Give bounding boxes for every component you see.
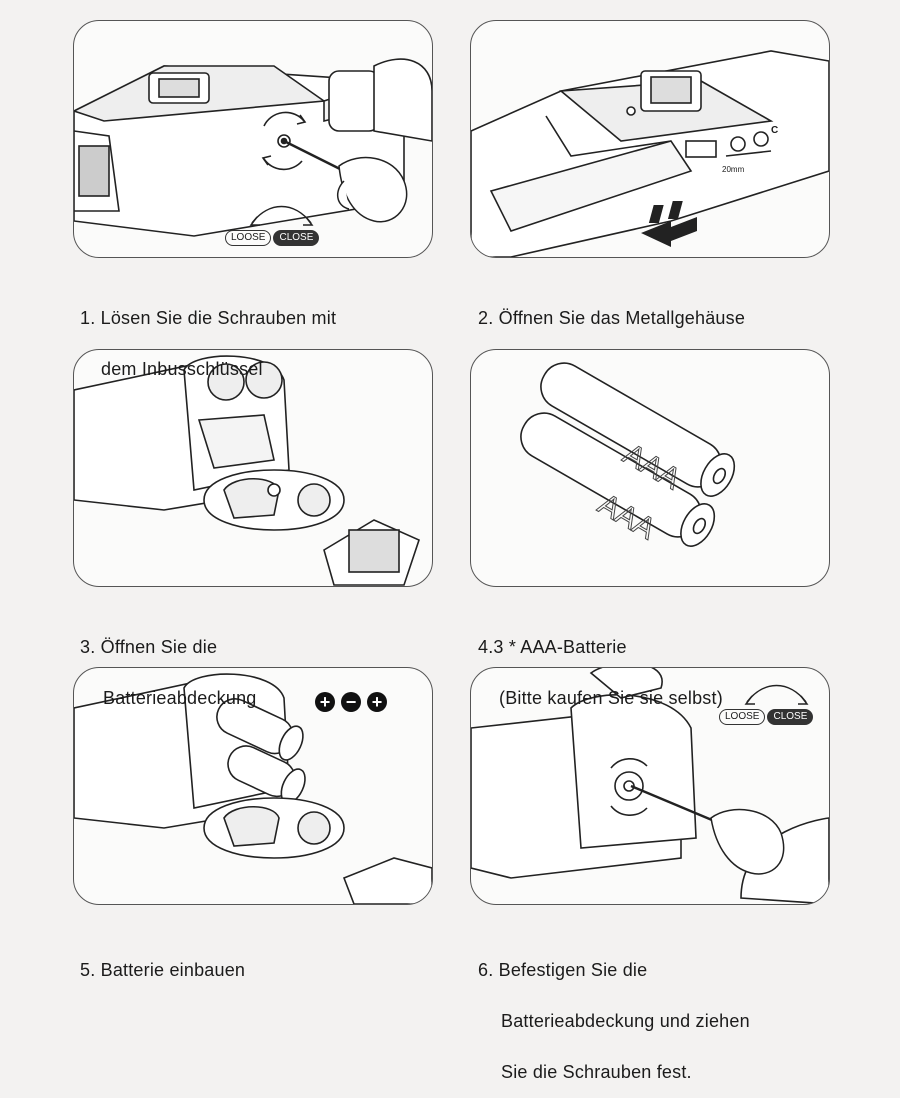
battery-front: [520, 412, 716, 547]
aaa-batteries-drawing: AAA AAA: [520, 362, 736, 547]
step-2-line1: 2. Öffnen Sie das Metallgehäuse: [478, 308, 746, 328]
loose-badge: LOOSE: [225, 230, 272, 246]
loose-close-indicator: LOOSE CLOSE: [719, 709, 814, 725]
lock-hex-key-drawing: [74, 58, 432, 237]
step-3-caption: 3. Öffnen Sie die Batterieabdeckung: [80, 605, 257, 724]
step-1-line2: dem Inbusschlüssel: [101, 359, 263, 379]
dimension-label: 20mm: [722, 165, 745, 174]
step-2-illustration: 20mm C: [470, 20, 830, 258]
plus-icon: +: [315, 692, 335, 712]
step-1-caption: 1. Lösen Sie die Schrauben mit dem Inbus…: [80, 276, 336, 395]
step-1-line1: 1. Lösen Sie die Schrauben mit: [80, 308, 337, 328]
step-4-line2: (Bitte kaufen Sie sie selbst): [499, 688, 723, 708]
step-6-caption: 6. Befestigen Sie die Batterieabdeckung …: [478, 928, 750, 1098]
step-6-line3: Sie die Schrauben fest.: [501, 1062, 692, 1082]
step-5-line1: 5. Batterie einbauen: [80, 960, 246, 980]
close-badge: CLOSE: [273, 230, 320, 246]
step-6-line1: 6. Befestigen Sie die: [478, 960, 648, 980]
step-6-line2: Batterieabdeckung und ziehen: [501, 1011, 750, 1031]
step-3-line2: Batterieabdeckung: [103, 688, 257, 708]
step-3-line1: 3. Öffnen Sie die: [80, 637, 218, 657]
step-6-illustration: LOOSE CLOSE: [470, 667, 830, 905]
push-arrow-icon: [641, 201, 697, 247]
loose-close-indicator: LOOSE CLOSE: [225, 230, 320, 246]
battery-cover-drawing: [74, 355, 420, 586]
rotate-arrow-icon: [744, 684, 809, 705]
step-1-illustration: LOOSE CLOSE: [73, 20, 433, 258]
hand-drawing: [710, 808, 785, 875]
insert-battery-drawing: [74, 673, 432, 904]
step-4-illustration: AAA AAA: [470, 349, 830, 587]
battery-back: [540, 362, 736, 497]
hand-drawing: [337, 156, 408, 223]
step-2-caption: 2. Öffnen Sie das Metallgehäuse: [478, 276, 745, 344]
rotate-arrow-icon: [261, 111, 307, 171]
step-5-illustration: + − +: [73, 667, 433, 905]
terminal-letter: C: [771, 125, 779, 136]
polarity-indicator: + − +: [315, 692, 387, 712]
step-5-caption: 5. Batterie einbauen: [80, 928, 245, 996]
close-badge: CLOSE: [767, 709, 814, 725]
minus-icon: −: [341, 692, 361, 712]
tighten-screw-drawing: [471, 668, 829, 904]
open-housing-drawing: [471, 50, 829, 257]
step-4-caption: 4.3 * AAA-Batterie (Bitte kaufen Sie sie…: [478, 605, 723, 724]
step-3-illustration: [73, 349, 433, 587]
plus-icon: +: [367, 692, 387, 712]
loose-badge: LOOSE: [719, 709, 766, 725]
step-4-line1: 4.3 * AAA-Batterie: [478, 637, 627, 657]
